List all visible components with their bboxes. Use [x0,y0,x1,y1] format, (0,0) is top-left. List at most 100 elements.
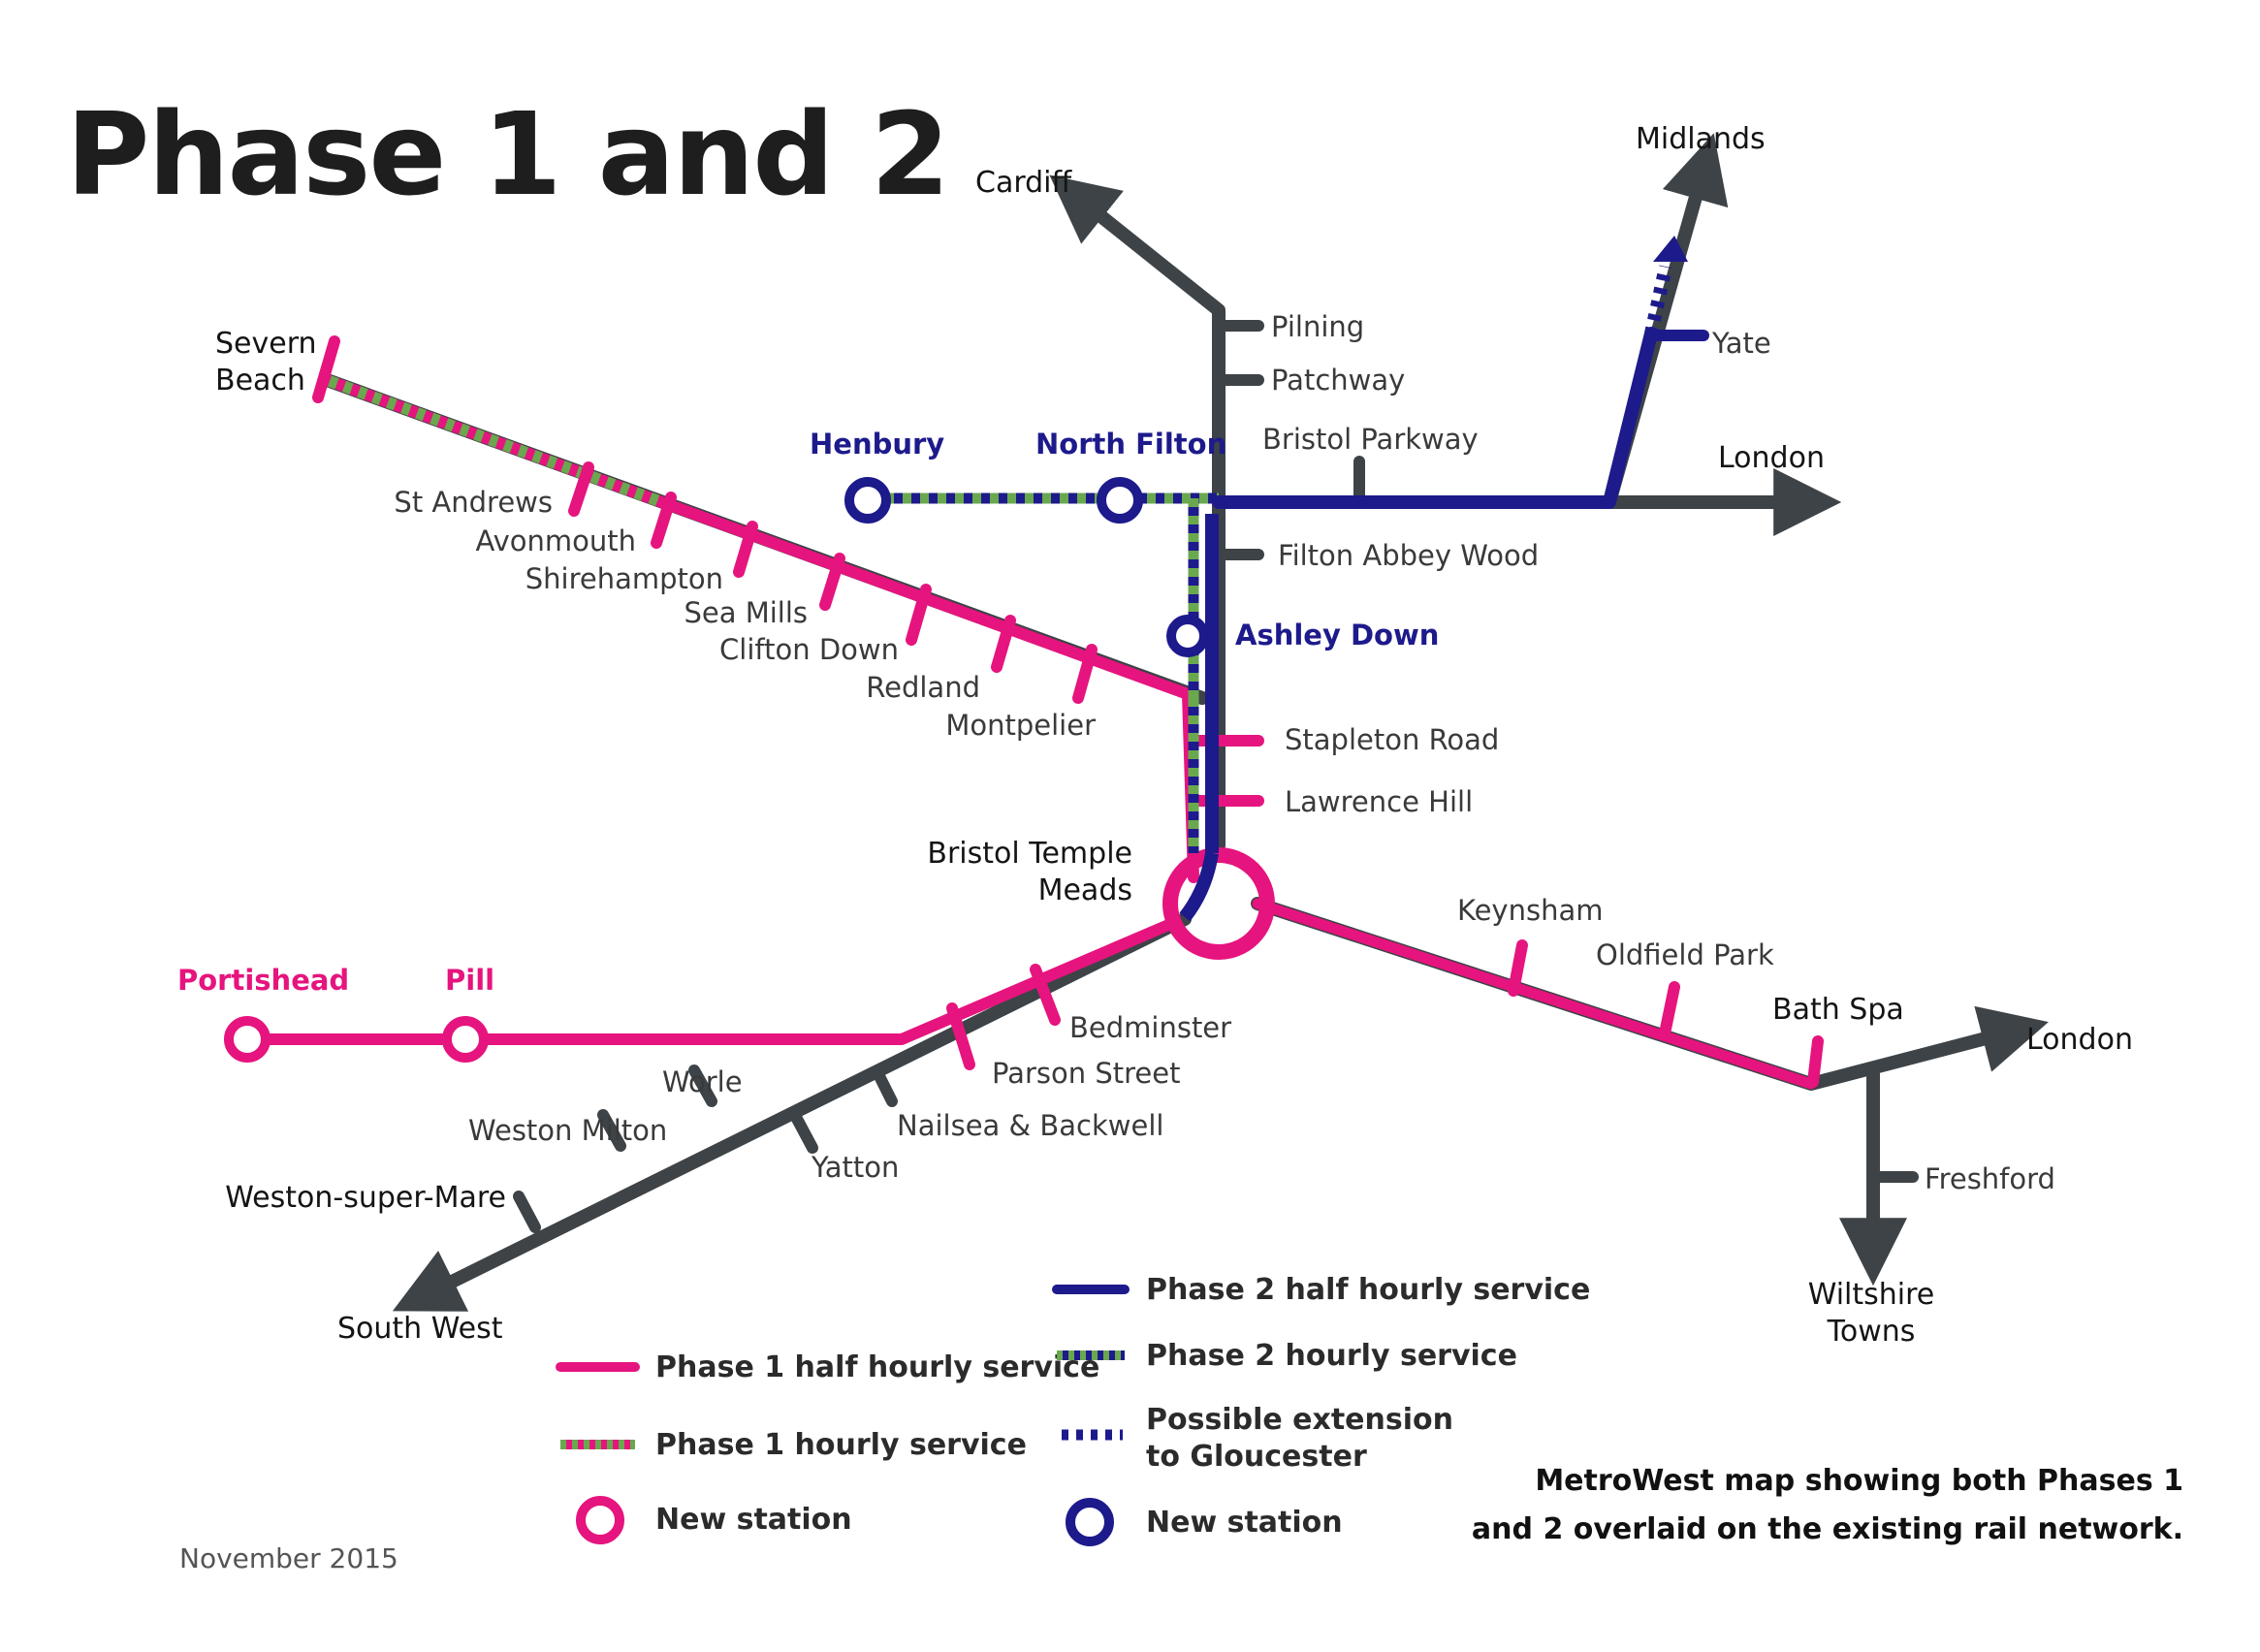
phase2-temple-curve [1179,851,1219,922]
label-cardiff: Cardiff [975,166,1073,200]
label-severn-1: Severn [215,327,317,361]
label-shirehampton: Shirehampton [525,562,723,595]
station-labels: Pilning Patchway Bristol Parkway Yate Fi… [225,310,2055,1215]
label-weston-super-mare: Weston-super-Mare [225,1181,506,1215]
label-lawrence-hill: Lawrence Hill [1285,785,1473,818]
label-portishead: Portishead [177,964,349,997]
map-title: Phase 1 and 2 [66,87,948,221]
tick-st-andrews [568,461,594,517]
svg-text:Possible extension: Possible extension [1146,1403,1453,1437]
tick-montpelier [1072,644,1098,704]
legend-pink-circle-icon [576,1496,624,1544]
tick-bath-spa [1807,1035,1824,1088]
legend-blue-circle-icon [1066,1498,1114,1546]
tick-worle [688,1064,717,1107]
phase1-station-ticks [312,335,1824,1088]
tick-oldfield-park [1659,981,1680,1039]
tick-nailsea [872,1066,898,1107]
station-henbury [844,477,891,524]
legend-phase1-half-hourly: Phase 1 half hourly service [556,1350,1099,1384]
svg-text:Phase 2 half hourly service: Phase 2 half hourly service [1146,1273,1590,1307]
label-wiltshire-2: Towns [1827,1315,1916,1349]
label-north-filton: North Filton [1035,428,1226,461]
label-pill: Pill [445,964,494,997]
label-temple-meads-1: Bristol Temple [927,837,1132,871]
label-patchway: Patchway [1271,364,1405,397]
destination-labels: Cardiff Midlands London London South Wes… [215,122,2133,1349]
tick-yatton [791,1113,818,1154]
label-worle: Worle [662,1065,743,1098]
legend-phase2-new-station: New station [1066,1498,1343,1546]
label-pilning: Pilning [1271,310,1364,343]
label-severn-2: Beach [215,364,305,397]
gloucester-extension [1644,265,1672,335]
caption-line-1: MetroWest map showing both Phases 1 [1535,1464,2183,1498]
svg-text:New station: New station [1146,1506,1343,1540]
label-avonmouth: Avonmouth [475,524,636,557]
label-yatton: Yatton [811,1151,899,1184]
label-weston-milton: Weston Milton [468,1114,667,1147]
label-bristol-parkway: Bristol Parkway [1262,423,1479,456]
tick-weston-milton [597,1109,626,1152]
label-montpelier: Montpelier [945,709,1096,742]
station-ashley-down [1166,615,1209,657]
label-filton-abbey-wood: Filton Abbey Wood [1278,539,1539,572]
label-clifton-down: Clifton Down [719,633,899,666]
label-henbury: Henbury [810,428,944,461]
label-redland: Redland [866,671,980,704]
tick-severn-beach [312,335,340,403]
tick-shirehampton [733,521,758,578]
legend-phase1-hourly: Phase 1 hourly service [560,1428,1027,1462]
label-yate: Yate [1711,327,1771,360]
label-stapleton-road: Stapleton Road [1285,723,1499,756]
label-oldfield-park: Oldfield Park [1596,938,1774,971]
tick-clifton-down [906,584,932,646]
station-portishead [224,1016,271,1063]
tick-avonmouth [651,492,677,549]
legend-phase2-hourly: Phase 2 hourly service [1057,1339,1517,1373]
label-south-west: South West [337,1312,503,1346]
legend-phase1-new-station: New station [576,1496,852,1544]
label-nailsea-backwell: Nailsea & Backwell [897,1109,1163,1142]
tick-redland [991,615,1016,673]
label-midlands: Midlands [1636,122,1766,156]
svg-text:Phase 1 hourly service: Phase 1 hourly service [655,1428,1027,1462]
label-wiltshire-1: Wiltshire [1808,1278,1935,1312]
label-freshford: Freshford [1925,1162,2055,1195]
label-bedminster: Bedminster [1069,1011,1231,1044]
gloucester-extension-arrow [1653,236,1688,262]
svg-text:Phase 1 half hourly service: Phase 1 half hourly service [655,1350,1099,1384]
new-stations [224,477,1209,1063]
tick-weston-super-mare [513,1191,541,1233]
legend-gloucester-extension: Possible extension to Gloucester [1062,1403,1453,1474]
label-st-andrews: St Andrews [394,486,553,519]
phase2-network [868,236,1709,922]
label-parson-street: Parson Street [992,1057,1180,1090]
label-london-north: London [1718,441,1825,475]
line-south-west [392,912,1192,1312]
label-ashley-down: Ashley Down [1235,619,1439,651]
caption-line-2: and 2 overlaid on the existing rail netw… [1472,1512,2183,1546]
svg-text:Phase 2 hourly service: Phase 2 hourly service [1146,1339,1517,1373]
tick-bedminster [1030,964,1061,1026]
label-sea-mills: Sea Mills [684,596,808,629]
severn-hourly-green [327,375,670,510]
tick-parson-street [946,1002,975,1070]
station-north-filton [1097,477,1143,524]
label-bath-spa: Bath Spa [1772,993,1904,1027]
date-label: November 2015 [179,1542,398,1574]
legend: Phase 1 half hourly service Phase 1 hour… [556,1273,1590,1546]
station-pill [442,1016,489,1063]
label-keynsham: Keynsham [1457,894,1603,927]
phase2-half-hourly [1212,327,1658,509]
tick-keynsham [1508,939,1528,997]
label-temple-meads-2: Meads [1038,874,1132,907]
temple-meads-ring-pink [1162,847,1275,960]
existing-station-ticks [513,320,1919,1233]
bath-line-pink [1252,898,1817,1090]
tick-sea-mills [819,553,845,611]
new-station-labels: Henbury North Filton Ashley Down Portish… [177,428,1439,997]
svg-text:New station: New station [655,1503,852,1537]
svg-text:to Gloucester: to Gloucester [1146,1440,1367,1474]
